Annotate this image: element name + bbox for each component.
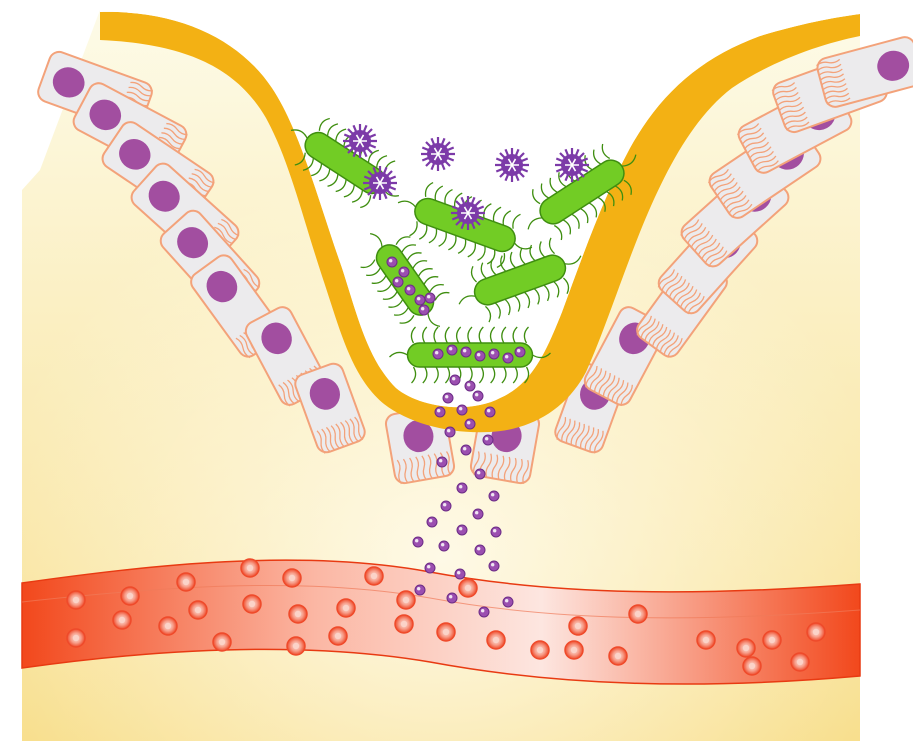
particle — [473, 391, 483, 401]
particle — [457, 525, 467, 535]
red-blood-cell — [569, 617, 587, 635]
particle — [473, 509, 483, 519]
particle — [447, 345, 457, 355]
red-blood-cell — [791, 653, 809, 671]
particle — [437, 457, 447, 467]
red-blood-cell — [609, 647, 627, 665]
red-blood-cell — [459, 579, 477, 597]
bacteriophage — [555, 148, 589, 182]
particle — [413, 537, 423, 547]
red-blood-cell — [189, 601, 207, 619]
particle — [489, 349, 499, 359]
particle — [425, 563, 435, 573]
particle — [441, 501, 451, 511]
particle — [475, 469, 485, 479]
red-blood-cell — [437, 623, 455, 641]
particle — [450, 375, 460, 385]
particle — [461, 445, 471, 455]
red-blood-cell — [365, 567, 383, 585]
red-blood-cell — [121, 587, 139, 605]
particle — [445, 427, 455, 437]
bacteriophage — [451, 196, 485, 230]
particle — [415, 295, 425, 305]
bacteriophage — [495, 148, 529, 182]
particle — [399, 267, 409, 277]
particle — [425, 293, 435, 303]
particle — [415, 585, 425, 595]
particle — [455, 569, 465, 579]
particle — [405, 285, 415, 295]
particle — [465, 381, 475, 391]
particle — [475, 351, 485, 361]
particle — [393, 277, 403, 287]
red-blood-cell — [487, 631, 505, 649]
red-blood-cell — [113, 611, 131, 629]
particle — [443, 393, 453, 403]
particle — [489, 561, 499, 571]
red-blood-cell — [397, 591, 415, 609]
red-blood-cell — [743, 657, 761, 675]
particle — [461, 347, 471, 357]
red-blood-cell — [629, 605, 647, 623]
red-blood-cell — [67, 591, 85, 609]
particle — [479, 607, 489, 617]
red-blood-cell — [241, 559, 259, 577]
particle — [485, 407, 495, 417]
red-blood-cell — [283, 569, 301, 587]
particle — [427, 517, 437, 527]
particle — [447, 593, 457, 603]
bacteriophage — [363, 166, 397, 200]
red-blood-cell — [395, 615, 413, 633]
particle — [419, 305, 429, 315]
particle — [503, 353, 513, 363]
bacteriophage — [343, 124, 377, 158]
bacteriophage — [421, 137, 455, 171]
red-blood-cell — [329, 627, 347, 645]
red-blood-cell — [289, 605, 307, 623]
particle — [483, 435, 493, 445]
particle — [439, 541, 449, 551]
particle — [457, 405, 467, 415]
red-blood-cell — [213, 633, 231, 651]
particle — [515, 347, 525, 357]
particle — [457, 483, 467, 493]
particle — [489, 491, 499, 501]
red-blood-cell — [287, 637, 305, 655]
particle — [387, 257, 397, 267]
particle — [491, 527, 501, 537]
red-blood-cell — [807, 623, 825, 641]
particle — [475, 545, 485, 555]
particle — [465, 419, 475, 429]
red-blood-cell — [763, 631, 781, 649]
red-blood-cell — [177, 573, 195, 591]
red-blood-cell — [159, 617, 177, 635]
red-blood-cell — [531, 641, 549, 659]
red-blood-cell — [565, 641, 583, 659]
particle — [503, 597, 513, 607]
red-blood-cell — [737, 639, 755, 657]
particle — [435, 407, 445, 417]
red-blood-cell — [337, 599, 355, 617]
red-blood-cell — [697, 631, 715, 649]
particle — [433, 349, 443, 359]
red-blood-cell — [243, 595, 261, 613]
red-blood-cell — [67, 629, 85, 647]
